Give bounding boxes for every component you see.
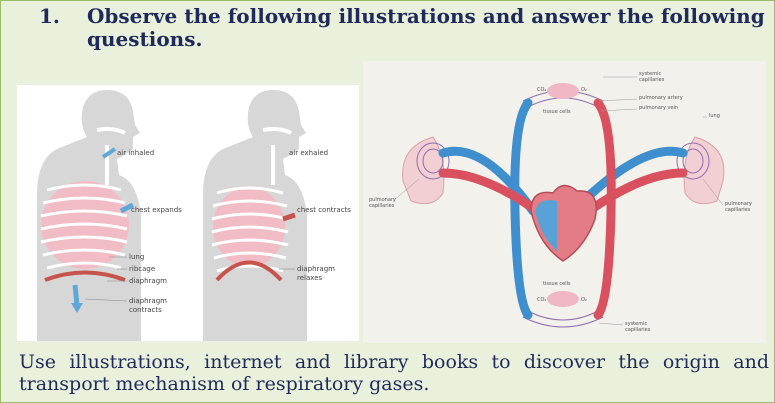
label-co2-top: CO₂ — [537, 87, 546, 93]
label-pulmonary-artery: pulmonary artery — [639, 95, 683, 101]
circulation-illustration: systemic capillaries pulmonary artery pu… — [363, 61, 766, 343]
inhale-diaphragm — [44, 270, 126, 282]
label-diaphragm: diaphragm — [129, 277, 167, 285]
label-air-inhaled: air inhaled — [117, 149, 154, 157]
right-lung — [683, 136, 725, 205]
breathing-svg: air inhaled air exhaled chest expands ch… — [37, 89, 351, 341]
label-air-exhaled: air exhaled — [289, 149, 328, 157]
instruction-text: Use illustrations, internet and library … — [19, 351, 769, 395]
systemic-capillaries-bottom — [522, 310, 604, 328]
label-systemic-capillaries-bottom-2: capillaries — [625, 327, 651, 333]
expand-arrow — [119, 202, 135, 214]
label-tissue-cells-top: tissue cells — [543, 109, 571, 115]
label-pulmonary-vein: pulmonary vein — [639, 105, 678, 111]
exhale-airway — [262, 127, 292, 185]
question-text: Observe the following illustrations and … — [87, 4, 765, 51]
label-diaphragm-relaxes-2: relaxes — [297, 274, 322, 282]
label-diaphragm-relaxes-1: diaphragm — [297, 265, 335, 273]
circulation-leader-lines — [392, 76, 724, 326]
label-pulmonary-capillaries-right-1: pulmonary — [725, 201, 752, 207]
diaphragm-down-arrow — [72, 284, 80, 306]
label-o2-bottom: O₂ — [581, 297, 587, 303]
label-lung: lung — [129, 253, 144, 261]
label-pulmonary-capillaries-left-1: pulmonary — [369, 197, 396, 203]
label-diaphragm-contracts-2: contracts — [129, 306, 162, 314]
label-chest-expands: chest expands — [131, 206, 182, 214]
label-tissue-cells-bottom: tissue cells — [543, 281, 571, 287]
label-ribcage: ribcage — [129, 265, 155, 273]
label-pulmonary-capillaries-left-2: capillaries — [369, 203, 395, 209]
breathing-illustration: air inhaled air exhaled chest expands ch… — [17, 85, 359, 341]
diaphragm-arrowhead — [71, 303, 83, 313]
label-o2-top: O₂ — [581, 87, 587, 93]
pulmonary-capillaries-left — [416, 142, 450, 180]
tissue-cells-bottom — [547, 291, 579, 307]
contract-arrow — [282, 212, 296, 222]
label-systemic-capillaries-bottom-1: systemic — [625, 321, 647, 327]
label-systemic-capillaries-top-2: capillaries — [639, 77, 665, 83]
label-pulmonary-capillaries-right-2: capillaries — [725, 207, 751, 213]
exhale-diaphragm — [215, 260, 283, 282]
tissue-cells-top — [547, 83, 579, 99]
label-diaphragm-contracts-1: diaphragm — [129, 297, 167, 305]
label-co2-bottom: CO₂ — [537, 297, 546, 303]
circulation-svg: systemic capillaries pulmonary artery pu… — [369, 71, 752, 333]
inhale-airway — [96, 127, 126, 185]
label-lung: lung — [709, 113, 720, 119]
label-systemic-capillaries-top-1: systemic — [639, 71, 661, 77]
pulmonary-capillaries-right — [676, 142, 710, 180]
question-number: 1. — [39, 4, 60, 28]
label-chest-contracts: chest contracts — [297, 206, 351, 214]
exhale-ribcage — [211, 186, 289, 273]
breathing-leader-lines — [84, 256, 295, 302]
inhale-ribcage — [40, 183, 128, 270]
heart-right-side — [535, 200, 557, 251]
inhale-air-arrow — [101, 147, 117, 159]
